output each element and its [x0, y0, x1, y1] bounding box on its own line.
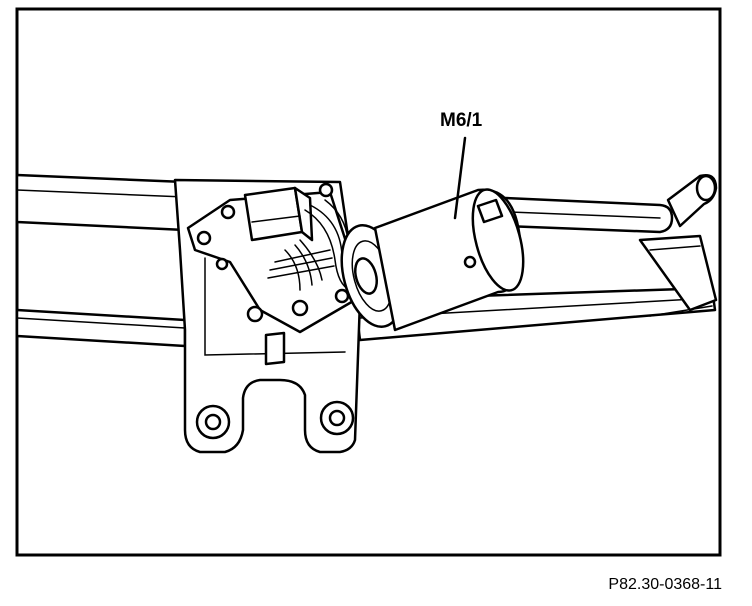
- component-label: M6/1: [440, 110, 483, 131]
- wiper-motor-m6-1: [373, 188, 525, 332]
- label-leader-line: [453, 136, 467, 220]
- connector-block: [243, 186, 314, 242]
- pivot-shaft: [638, 174, 718, 312]
- linkage-tube: [15, 173, 674, 234]
- figure-reference-code: P82.30-0368-11: [608, 576, 722, 593]
